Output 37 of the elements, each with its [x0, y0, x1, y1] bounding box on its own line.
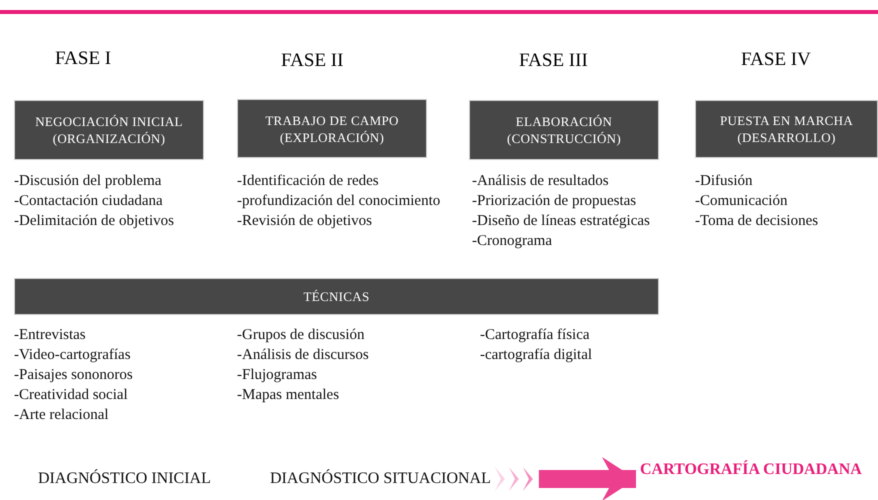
phase-heading: FASE III [519, 50, 588, 72]
list-item: -Identificación de redes [237, 172, 379, 191]
list-item: -Revisión de objetivos [237, 212, 372, 231]
stage-label: DIAGNÓSTICO SITUACIONAL [270, 470, 491, 488]
phase-box: ELABORACIÓN (CONSTRUCCIÓN) [469, 100, 659, 160]
phase-box: PUESTA EN MARCHA (DESARROLLO) [695, 100, 878, 158]
list-item: -profundización del conocimiento [237, 192, 440, 211]
list-item: -Toma de decisiones [695, 212, 818, 231]
list-item: -Análisis de discursos [237, 346, 369, 365]
list-item: -Discusión del problema [14, 172, 162, 191]
list-item: -Flujogramas [237, 366, 317, 385]
list-item: -Mapas mentales [237, 386, 340, 405]
list-item: -Arte relacional [14, 406, 109, 425]
list-item: -Comunicación [695, 192, 788, 211]
phase-heading: FASE IV [741, 49, 811, 71]
list-item: -cartografía digital [480, 346, 592, 365]
chevron-arrow [494, 457, 636, 500]
list-item: -Grupos de discusión [237, 326, 364, 345]
list-item: -Análisis de resultados [472, 172, 609, 191]
list-item: -Priorización de propuestas [472, 192, 636, 211]
list-item: -Entrevistas [14, 326, 86, 345]
list-item: -Contactación ciudadana [14, 192, 163, 211]
phase-box: NEGOCIACIÓN INICIAL (ORGANIZACIÓN) [14, 100, 204, 160]
phase-box: TRABAJO DE CAMPO (EXPLORACIÓN) [237, 99, 427, 158]
stage-label: DIAGNÓSTICO INICIAL [38, 470, 211, 488]
stage-label: CARTOGRAFÍA CIUDADANA [640, 461, 862, 479]
list-item: -Diseño de líneas estratégicas [472, 212, 650, 231]
list-item: -Paisajes sononoros [14, 366, 133, 385]
phase-heading: FASE II [281, 50, 344, 72]
list-item: -Cartografía física [480, 326, 590, 345]
list-item: -Video-cartografías [14, 346, 131, 365]
list-item: -Difusión [695, 172, 752, 191]
list-item: -Cronograma [472, 232, 552, 251]
list-item: -Creatividad social [14, 386, 128, 405]
list-item: -Delimitación de objetivos [14, 212, 174, 231]
phase-heading: FASE I [55, 48, 112, 70]
phase-box: TÉCNICAS [14, 278, 659, 315]
